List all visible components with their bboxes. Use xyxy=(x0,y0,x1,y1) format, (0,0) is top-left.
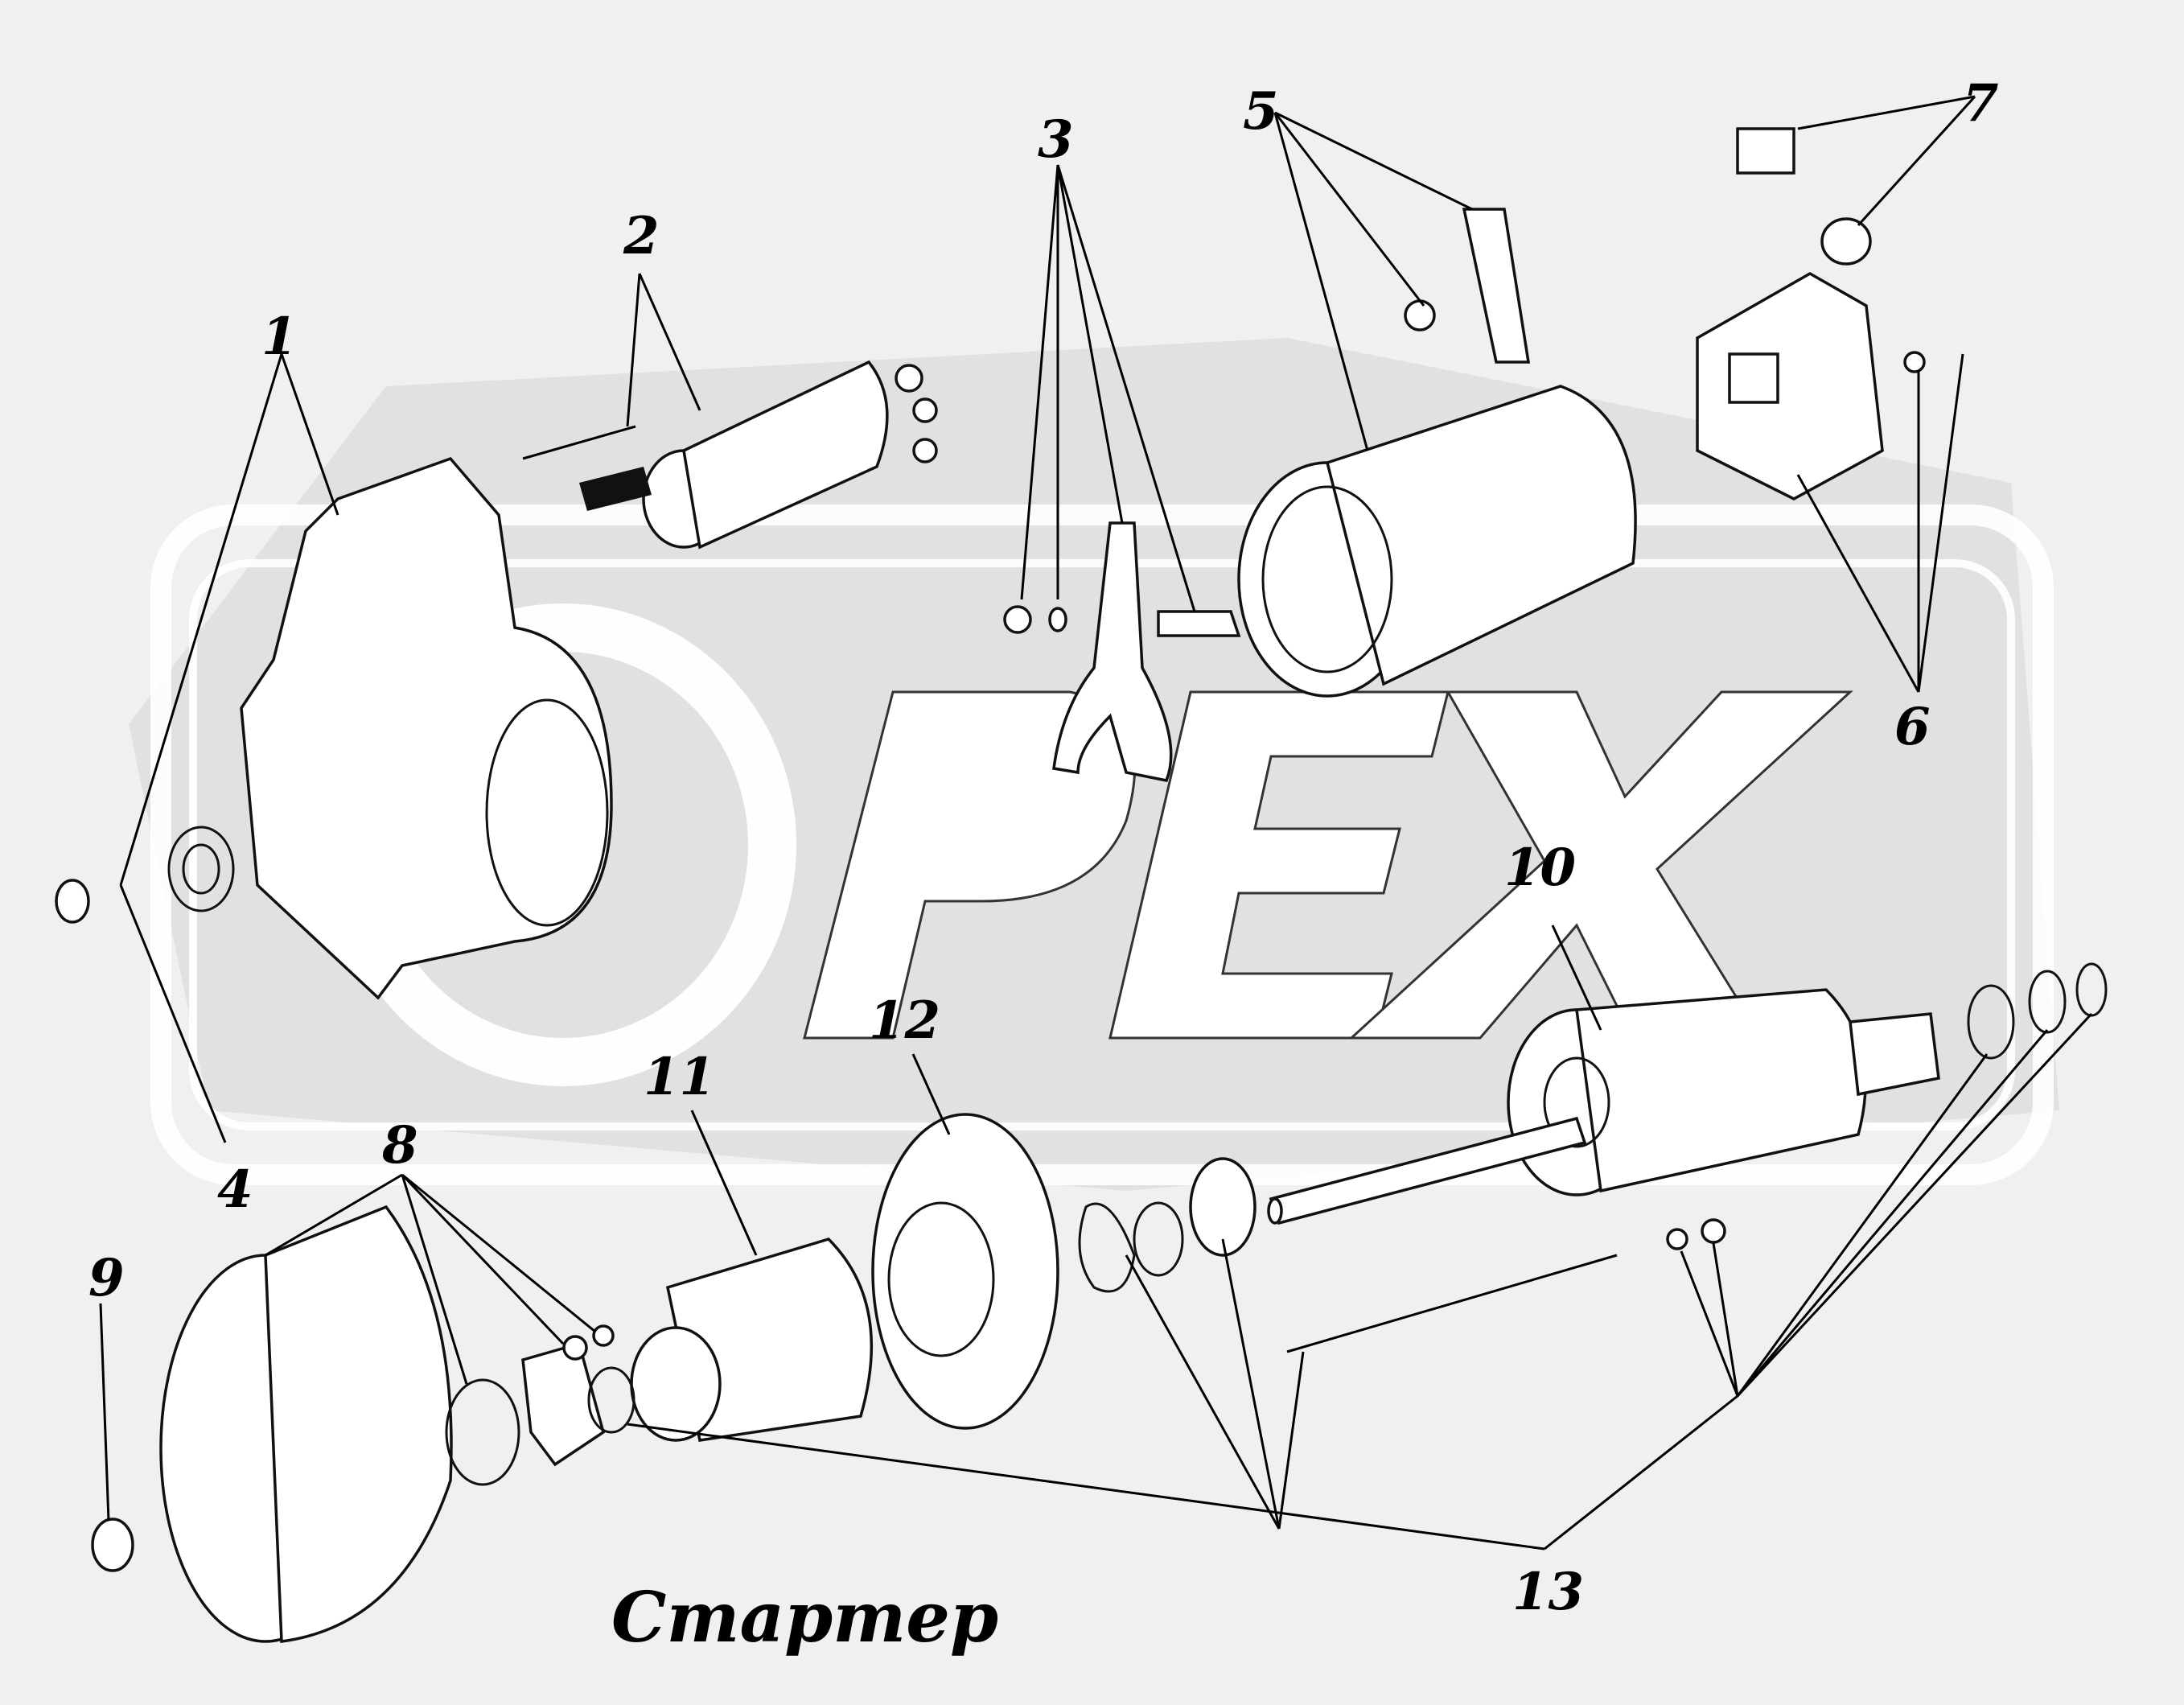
callout-11: 11 xyxy=(644,1047,715,1107)
part-intermediate-plate xyxy=(871,1113,1257,1430)
callout-labels: 1 2 3 4 5 6 7 8 9 10 11 12 13 xyxy=(88,73,1999,1622)
diagram-title: Стартер xyxy=(611,1577,998,1658)
callout-1: 1 xyxy=(261,307,298,367)
callout-7: 7 xyxy=(1963,73,1999,134)
part-drive-pinion xyxy=(587,1238,874,1442)
callout-12: 12 xyxy=(869,990,940,1051)
part-lever xyxy=(1003,521,1241,783)
callout-9: 9 xyxy=(88,1248,125,1308)
callout-4: 4 xyxy=(217,1159,253,1220)
part-drive-housing xyxy=(55,456,613,1000)
part-brush-holder xyxy=(1696,271,1926,500)
callout-8: 8 xyxy=(381,1115,418,1176)
leader-lines xyxy=(99,95,2093,1551)
callout-6: 6 xyxy=(1894,697,1931,757)
callout-5: 5 xyxy=(1243,81,1279,142)
callout-13: 13 xyxy=(1512,1562,1584,1622)
part-armature xyxy=(1267,962,2108,1353)
part-solenoid xyxy=(522,360,938,550)
callout-10: 10 xyxy=(1504,838,1576,898)
part-brushes xyxy=(1736,127,1872,266)
part-yoke xyxy=(1237,208,1637,698)
callout-2: 2 xyxy=(623,206,660,266)
callout-3: 3 xyxy=(1038,109,1074,170)
part-end-cap xyxy=(91,1205,615,1643)
